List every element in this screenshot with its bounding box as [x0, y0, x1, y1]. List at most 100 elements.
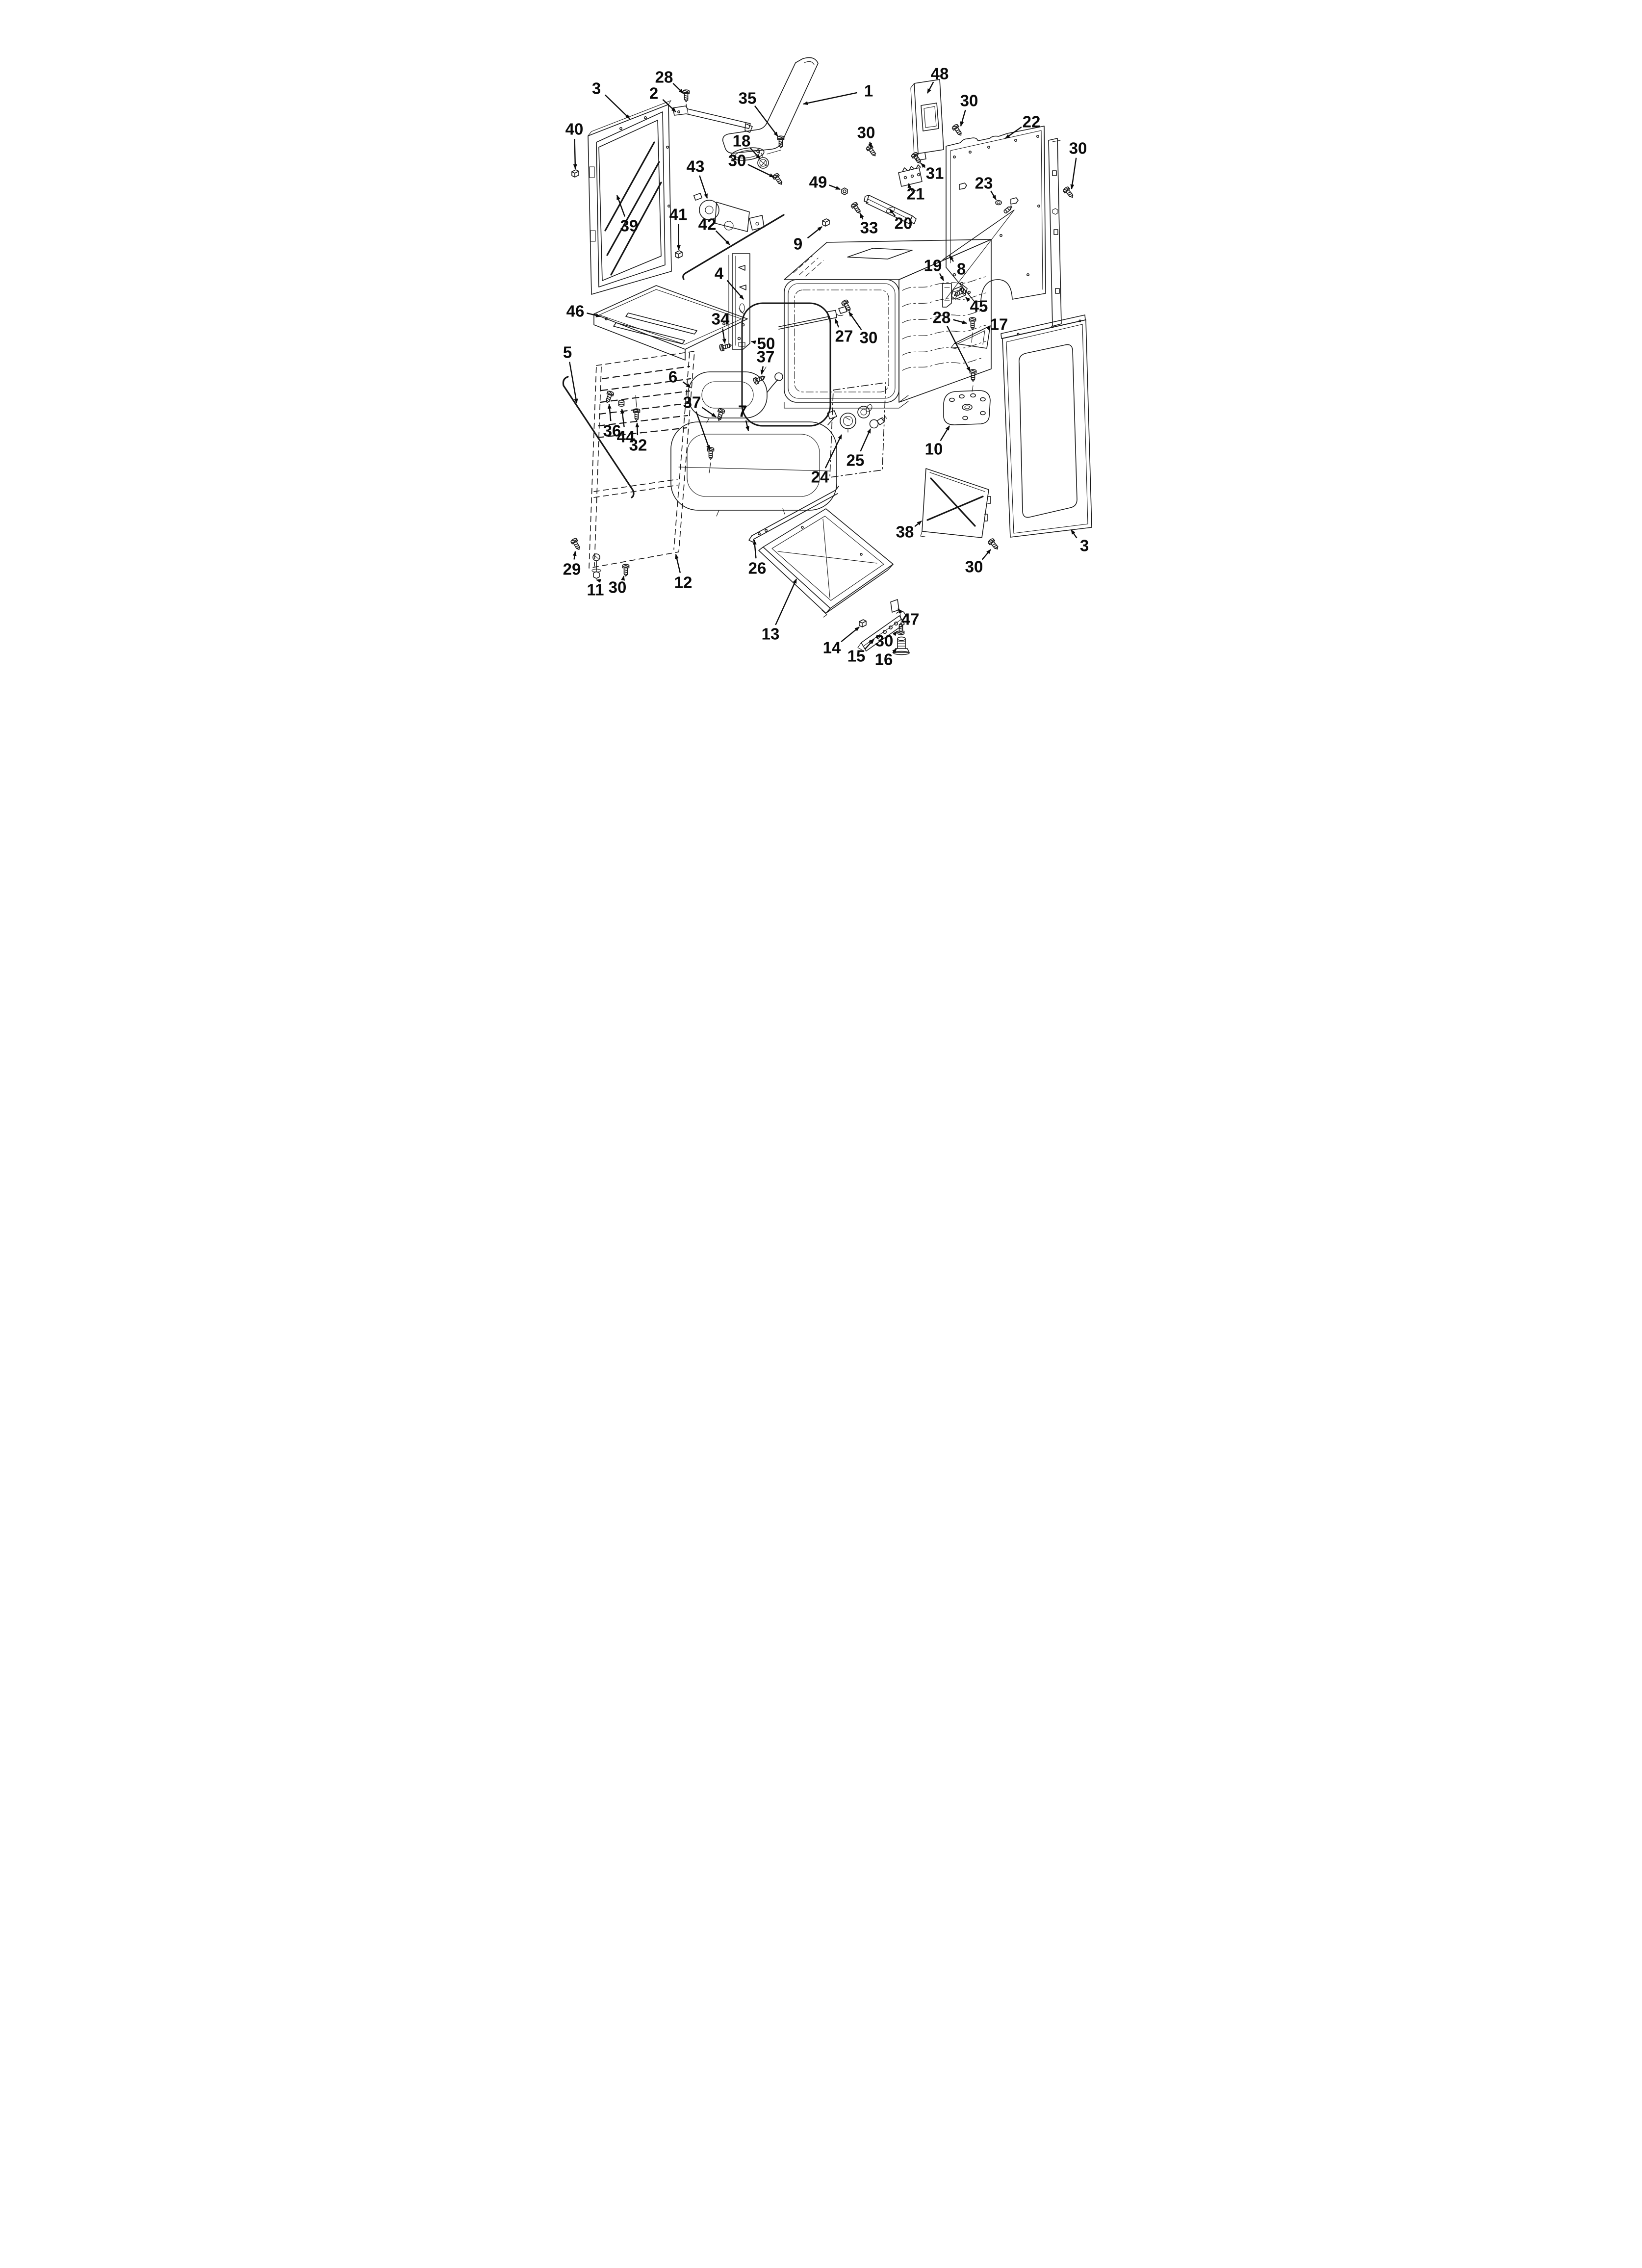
- screw-31: [910, 151, 924, 166]
- part-number-3: 3: [592, 79, 601, 98]
- part-number-12: 12: [674, 574, 693, 592]
- callout-leader: [834, 318, 840, 328]
- callout-leader: [569, 362, 578, 404]
- callout-10-10: 10: [925, 425, 950, 458]
- callout-leader: [672, 83, 684, 94]
- callout-26-26: 26: [748, 540, 767, 577]
- callout-leader: [947, 326, 971, 372]
- part-number-28: 28: [655, 68, 673, 86]
- callout-leader: [824, 434, 843, 469]
- part-number-1: 1: [864, 82, 873, 100]
- part-number-24: 24: [811, 468, 829, 486]
- part-number-18: 18: [733, 132, 751, 150]
- part-number-22: 22: [1023, 113, 1041, 131]
- callout-leader: [616, 195, 626, 217]
- part-number-42: 42: [698, 215, 717, 234]
- callout-leader: [675, 554, 681, 573]
- vent-grommet: [757, 153, 769, 169]
- part-number-35: 35: [739, 89, 757, 107]
- callout-19-19: 19: [924, 209, 1015, 281]
- part-number-25: 25: [847, 451, 865, 469]
- callout-leader: [953, 319, 967, 324]
- callout-30-32: 30: [728, 152, 774, 178]
- callout-1-0: 1: [803, 82, 873, 105]
- callout-leader: [981, 549, 991, 560]
- part-number-27: 27: [835, 327, 853, 345]
- mounting-plate-10: [943, 385, 991, 425]
- callout-30-35: 30: [609, 575, 626, 597]
- screw-37b2-line: [709, 462, 711, 473]
- clip-9: [822, 218, 830, 227]
- part-number-34: 34: [712, 310, 730, 328]
- callout-leader: [747, 164, 774, 178]
- screw-30g: [987, 537, 1001, 552]
- part-number-39: 39: [620, 217, 639, 235]
- clip-41: [675, 250, 683, 259]
- callout-38-47: 38: [896, 521, 922, 541]
- callout-50-59: 50: [751, 335, 775, 353]
- part-number-26: 26: [748, 559, 767, 577]
- callout-leader: [1071, 529, 1078, 539]
- callout-28-29: 28: [933, 309, 971, 372]
- callout-4-4: 4: [715, 264, 744, 300]
- callout-leader: [848, 312, 862, 330]
- callout-leader: [572, 551, 577, 560]
- callout-33-41: 33: [859, 213, 878, 237]
- screw-32: [633, 408, 641, 421]
- callout-leader: [1070, 157, 1077, 189]
- callout-leader: [752, 540, 757, 559]
- callout-leader: [715, 230, 730, 245]
- oven-sensor: [778, 306, 847, 330]
- callout-22-22: 22: [1005, 113, 1040, 139]
- part-number-30: 30: [728, 152, 746, 170]
- callout-leader: [859, 213, 864, 220]
- callout-leader: [751, 340, 756, 344]
- callout-leader: [864, 639, 874, 650]
- callout-18-18: 18: [733, 132, 761, 159]
- part-number-16: 16: [875, 651, 893, 669]
- callout-16-16: 16: [875, 648, 897, 669]
- callout-28-28: 28: [655, 68, 684, 94]
- callout-21-21: 21: [907, 183, 925, 203]
- callout-37-46: 37: [683, 393, 717, 450]
- callout-leader: [754, 105, 778, 137]
- part-number-4: 4: [715, 264, 724, 283]
- insulation-panel-38: [920, 468, 991, 538]
- right-side-panel: [1001, 314, 1092, 538]
- part-number-23: 23: [975, 174, 993, 192]
- clip-14: [859, 619, 867, 627]
- latch-bracket-20: [864, 195, 917, 224]
- callout-5-5: 5: [563, 343, 578, 404]
- callout-leader: [726, 280, 744, 300]
- handle-bracket: [722, 57, 819, 161]
- callout-35-43: 35: [739, 89, 778, 137]
- callout-9-9: 9: [794, 226, 822, 253]
- screw-28a: [682, 89, 690, 103]
- callout-13-13: 13: [762, 578, 797, 643]
- callout-leader: [722, 328, 726, 344]
- callout-14-14: 14: [823, 626, 860, 657]
- callout-30-34: 30: [848, 312, 878, 347]
- callout-leader: [942, 209, 1015, 261]
- part-number-30: 30: [860, 329, 878, 347]
- callout-leader: [921, 163, 926, 168]
- front-rail-26: [748, 486, 839, 543]
- part-number-33: 33: [860, 219, 878, 237]
- callout-3-3: 3: [1071, 529, 1089, 555]
- part-number-30: 30: [960, 92, 978, 110]
- part-number-30: 30: [965, 558, 983, 576]
- support-pin: [995, 200, 1013, 214]
- callout-leader: [775, 578, 797, 626]
- broil-element: [688, 366, 783, 423]
- oven-cavity: [784, 239, 992, 409]
- callout-6-6: 6: [668, 368, 691, 388]
- part-number-41: 41: [669, 206, 688, 224]
- leveling-leg-16: [893, 636, 910, 655]
- screw-29: [570, 537, 583, 552]
- part-number-30: 30: [875, 632, 894, 650]
- callout-leader: [986, 326, 991, 331]
- callout-27-27: 27: [834, 318, 853, 345]
- part-number-21: 21: [907, 185, 925, 203]
- bake-element: [670, 410, 837, 517]
- callout-leader: [939, 273, 945, 281]
